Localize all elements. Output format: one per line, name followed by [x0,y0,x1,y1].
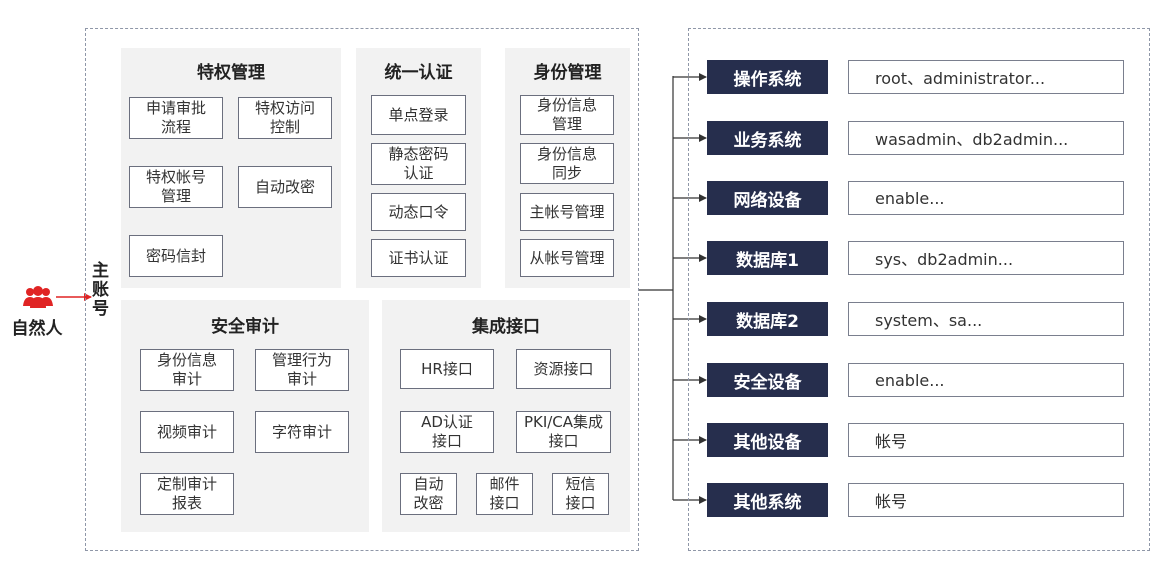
identity-item-slave-account: 从帐号管理 [520,239,614,277]
privilege-item-account-mgmt: 特权帐号 管理 [129,166,223,208]
system-security: 安全设备 [707,363,828,397]
privilege-item-approval: 申请审批 流程 [129,97,223,139]
auth-item-static-password: 静态密码 认证 [371,143,466,185]
platform-frame [85,28,639,551]
integration-item-sms: 短信 接口 [552,473,609,515]
user-label: 自然人 [11,319,63,339]
integration-item-resource: 资源接口 [516,349,611,389]
privilege-item-auto-change: 自动改密 [238,166,332,208]
auth-title: 统一认证 [384,63,453,83]
account-other-devices: 帐号 [848,423,1124,457]
account-security: enable... [848,363,1124,397]
main-account-label: 主账号 [92,261,109,319]
identity-item-master-account: 主帐号管理 [520,193,614,231]
system-db1: 数据库1 [707,241,828,275]
account-other-systems: 帐号 [848,483,1124,517]
account-os: root、administrator... [848,60,1124,94]
system-other-systems: 其他系统 [707,483,828,517]
integration-item-mail: 邮件 接口 [476,473,533,515]
audit-item-behavior: 管理行为 审计 [255,349,349,391]
resource-frame [688,28,1150,551]
identity-item-info-mgmt: 身份信息 管理 [520,95,614,135]
account-db2: system、sa... [848,302,1124,336]
account-network: enable... [848,181,1124,215]
integration-title: 集成接口 [472,317,540,337]
auth-item-otp: 动态口令 [371,193,466,231]
account-business: wasadmin、db2admin... [848,121,1124,155]
identity-item-info-sync: 身份信息 同步 [520,143,614,184]
integration-item-hr: HR接口 [400,349,494,389]
identity-title: 身份管理 [533,63,602,83]
auth-item-certificate: 证书认证 [371,239,466,277]
system-network: 网络设备 [707,181,828,215]
audit-item-identity: 身份信息 审计 [140,349,234,391]
audit-item-character: 字符审计 [255,411,349,453]
audit-title: 安全审计 [211,317,279,337]
system-db2: 数据库2 [707,302,828,336]
integration-item-auto-change: 自动 改密 [400,473,457,515]
audit-item-custom-report: 定制审计 报表 [140,473,234,515]
system-os: 操作系统 [707,60,828,94]
audit-item-video: 视频审计 [140,411,234,453]
privilege-item-access-control: 特权访问 控制 [238,97,332,139]
privilege-title: 特权管理 [197,63,265,83]
users-icon [23,286,53,308]
user-node: 自然人 [8,284,66,340]
integration-item-ad: AD认证 接口 [400,411,494,453]
account-db1: sys、db2admin... [848,241,1124,275]
system-business: 业务系统 [707,121,828,155]
privilege-item-password-envelope: 密码信封 [129,235,223,277]
auth-item-sso: 单点登录 [371,95,466,135]
integration-item-pki-ca: PKI/CA集成 接口 [516,411,611,453]
system-other-devices: 其他设备 [707,423,828,457]
